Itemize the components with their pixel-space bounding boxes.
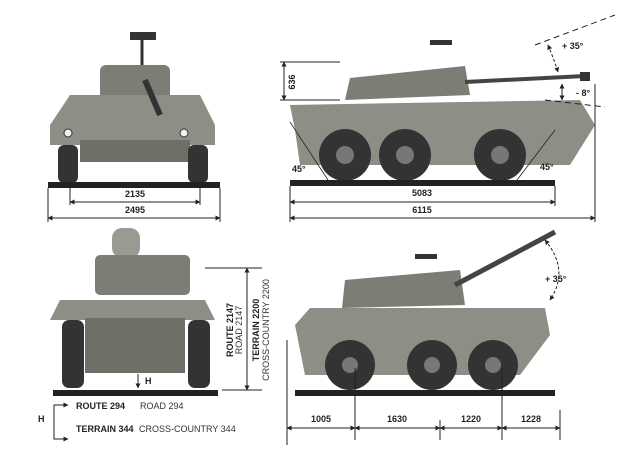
dim-label: 1005: [311, 414, 331, 424]
dim-label: 1220: [461, 414, 481, 424]
clearance-symbol: H: [145, 376, 152, 386]
gun-barrel: [453, 229, 557, 288]
clearance-legend: H ROUTE 294 ROAD 294 TERRAIN 344 CROSS-C…: [38, 401, 236, 442]
cross-country-label: CROSS-COUNTRY 344: [139, 424, 236, 434]
depression-label: - 8°: [576, 88, 591, 98]
side-view-elevated: + 35° 1005 1630 1220 1228: [286, 229, 567, 445]
overall-length-label: 6115: [412, 205, 432, 215]
ground-line: [48, 182, 220, 188]
front-view: 2135 2495: [47, 32, 221, 222]
height-terrain-en-label: CROSS-COUNTRY 2200: [261, 279, 271, 381]
wheel: [58, 145, 78, 183]
legend-symbol: H: [38, 414, 45, 424]
route-label: ROUTE 294: [76, 401, 125, 411]
side-view: 45° 45° 636 + 35° - 8° 5083 6115: [280, 14, 616, 222]
height-terrain-label: TERRAIN 2200: [251, 299, 261, 362]
elevation-label: + 35°: [545, 274, 567, 284]
rear-view: H ROUTE 2147 ROAD 2147 TERRAIN 2200 CROS…: [50, 228, 271, 396]
height-road-en-label: ROAD 2147: [234, 306, 244, 355]
overall-width-label: 2495: [125, 205, 145, 215]
dim-label: 1630: [387, 414, 407, 424]
track-width-label: 2135: [125, 189, 145, 199]
ground-line: [53, 390, 218, 396]
hull-length-label: 5083: [412, 188, 432, 198]
ground-line: [290, 180, 555, 186]
road-label: ROAD 294: [140, 401, 184, 411]
dim-label: 1228: [521, 414, 541, 424]
turret-height-label: 636: [287, 74, 297, 89]
terrain-label: TERRAIN 344: [76, 424, 134, 434]
turret: [345, 66, 470, 100]
gun-barrel: [464, 74, 586, 84]
turret: [95, 255, 190, 295]
approach-angle-label: 45°: [292, 164, 306, 174]
departure-angle-label: 45°: [540, 162, 554, 172]
wheel: [62, 320, 84, 388]
turret: [342, 270, 465, 308]
elevation-label: + 35°: [562, 41, 584, 51]
hull: [50, 95, 215, 145]
wheel: [188, 145, 208, 183]
hull: [50, 300, 215, 320]
height-road-label: ROUTE 2147: [225, 303, 235, 357]
wheel: [188, 320, 210, 388]
ground-line: [295, 390, 555, 396]
